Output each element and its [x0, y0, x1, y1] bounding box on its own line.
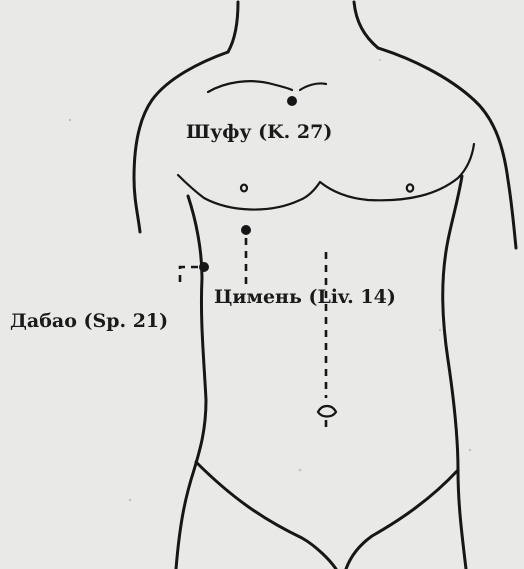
qimen-label: Цимень (Liv. 14)	[214, 286, 396, 308]
qimen-point-marker	[241, 225, 251, 235]
dabao-leader-line	[180, 267, 198, 288]
right-shoulder-arm-outline	[378, 48, 516, 248]
right-clavicle	[300, 83, 326, 90]
right-nipple	[407, 184, 413, 191]
shufu-label: Шуфу (K. 27)	[186, 121, 332, 143]
left-pectoral-line	[178, 175, 320, 210]
left-clavicle	[208, 81, 292, 92]
right-flank-outline	[443, 176, 466, 569]
dabao-label: Дабао (Sp. 21)	[10, 310, 168, 332]
left-groin-line	[196, 462, 336, 569]
left-flank-outline	[176, 196, 206, 569]
shufu-point-marker	[287, 96, 297, 106]
navel	[318, 406, 336, 417]
right-pectoral-line	[320, 144, 474, 200]
dabao-point-marker	[199, 262, 209, 272]
neck-left-outline	[228, 2, 238, 52]
left-nipple	[241, 185, 247, 192]
neck-right-outline	[354, 2, 378, 48]
right-groin-line	[346, 470, 458, 569]
